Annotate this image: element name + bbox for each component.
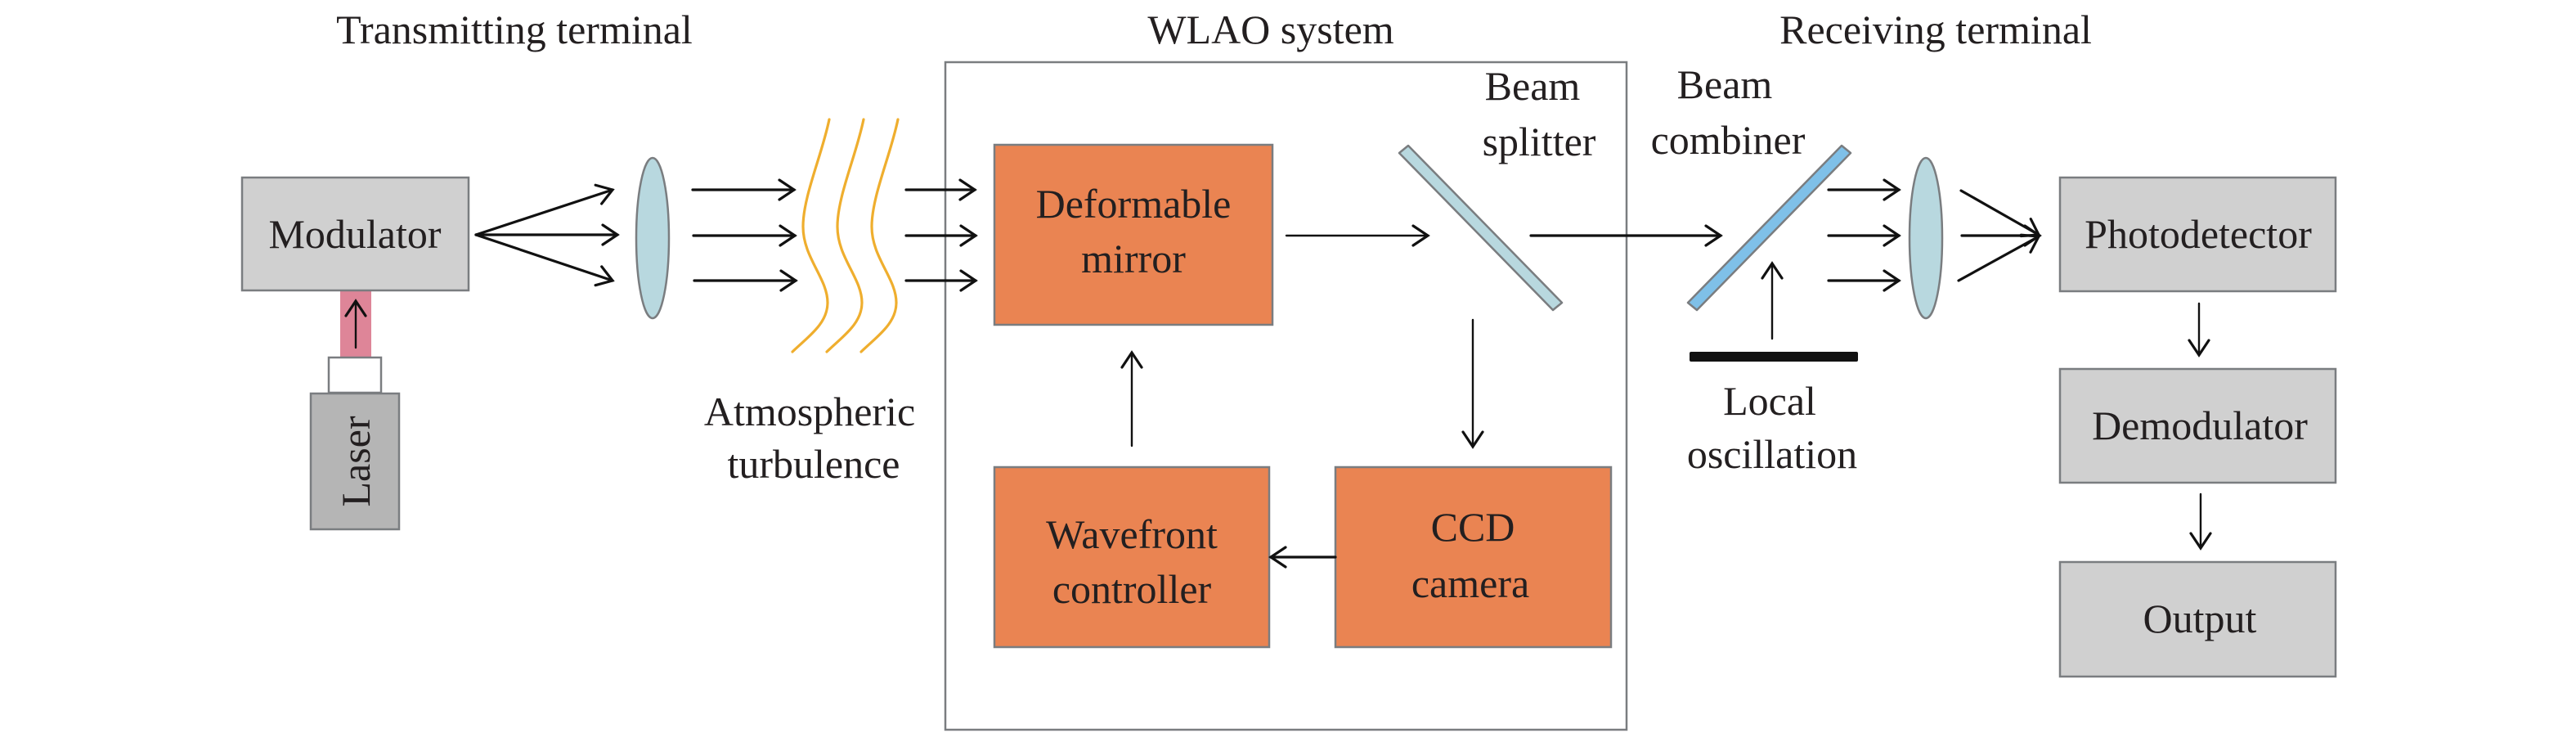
photodetector-label: Photodetector <box>2085 211 2312 257</box>
converging-arrow <box>1957 233 2041 282</box>
modulator-label: Modulator <box>268 211 441 257</box>
receiving-terminal-title: Receiving terminal <box>1779 7 2092 52</box>
wavefront-controller: Wavefront controller <box>993 465 1271 649</box>
demodulator-label: Demodulator <box>2092 402 2308 448</box>
receive-lens <box>1908 156 1944 320</box>
deformable-mirror-label-line2: mirror <box>1081 236 1186 281</box>
converging-arrow <box>1959 189 2041 238</box>
deformable-mirror-box <box>993 143 1274 326</box>
ccd-camera: CCD camera <box>1334 465 1613 649</box>
wavefront-controller-label-line2: controller <box>1052 566 1212 612</box>
local-oscillation-label-line1: Local <box>1723 378 1816 424</box>
ccd-camera-label-line1: CCD <box>1431 504 1515 550</box>
wavefront-controller-box <box>993 465 1271 649</box>
demodulator: Demodulator <box>2058 367 2337 484</box>
beam-splitter-label-line2: splitter <box>1483 119 1596 164</box>
laser-connector <box>327 356 383 394</box>
modulator: Modulator <box>240 176 470 292</box>
ccd-camera-label-line2: camera <box>1411 560 1529 606</box>
ccd-camera-box <box>1334 465 1613 649</box>
deformable-mirror-label-line1: Deformable <box>1036 181 1232 227</box>
output: Output <box>2058 560 2337 678</box>
output-box <box>2058 560 2337 678</box>
turbulence-wave <box>791 118 831 353</box>
beam-arrow <box>474 233 615 287</box>
atmospheric-turbulence-label-line2: turbulence <box>727 441 900 487</box>
beam-splitter-label-line1: Beam <box>1485 63 1581 109</box>
beam-splitter <box>1398 144 1564 312</box>
turbulence-wave <box>859 118 900 353</box>
output-label: Output <box>2143 596 2257 641</box>
transmitting-terminal-title: Transmitting terminal <box>336 7 693 52</box>
demodulator-box <box>2058 367 2337 484</box>
beam-combiner <box>1686 144 1852 312</box>
wavefront-controller-label-line1: Wavefront <box>1046 511 1218 557</box>
wlao-system-title: WLAO system <box>1147 7 1393 52</box>
wlao-system-box <box>944 61 1628 731</box>
photodetector-box <box>2058 176 2337 293</box>
local-oscillator-bar <box>1690 352 1858 362</box>
laser: Laser <box>309 392 401 531</box>
modulator-box <box>240 176 470 292</box>
deformable-mirror: Deformable mirror <box>993 143 1274 326</box>
beam-combiner-label-line2: combiner <box>1651 117 1806 163</box>
laser-box <box>309 392 401 531</box>
laser-label: Laser <box>333 416 379 506</box>
local-oscillation-label-line2: oscillation <box>1687 431 1857 477</box>
beam-combiner-label-line1: Beam <box>1677 61 1773 107</box>
beam-arrow <box>474 183 615 236</box>
transmit-lens <box>635 156 671 320</box>
photodetector: Photodetector <box>2058 176 2337 293</box>
turbulence-wave <box>825 118 865 353</box>
atmospheric-turbulence-label-line1: Atmospheric <box>704 389 915 434</box>
